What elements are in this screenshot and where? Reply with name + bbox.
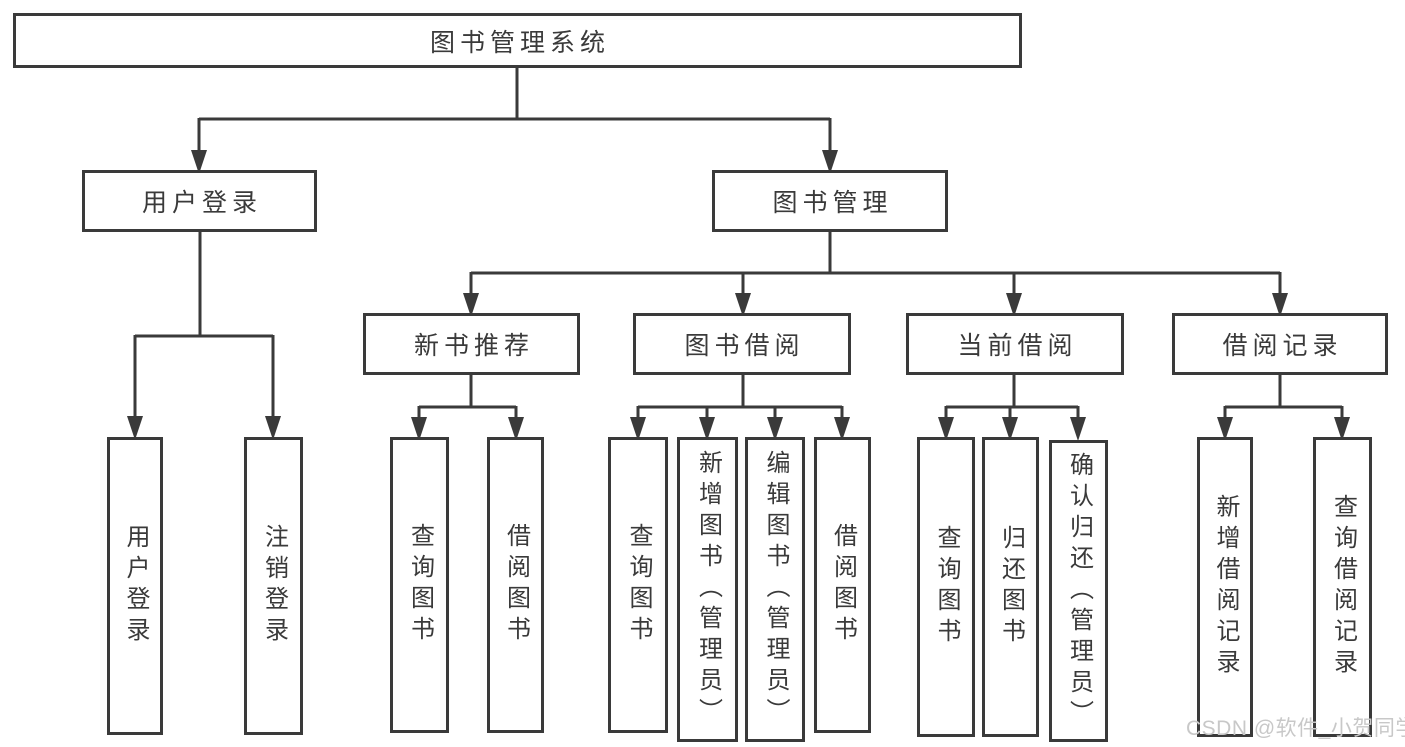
leaf-user-login: 用户登录 [107,437,163,735]
leaf-query-books-current-label: 查询图书 [933,525,960,649]
leaf-user-login-label: 用户登录 [122,524,149,648]
leaf-add-borrow-record: 新增借阅记录 [1197,437,1253,737]
leaf-confirm-return-admin-label: 确认归还（管理员） [1065,451,1093,731]
node-root-system: 图书管理系统 [13,13,1022,68]
connector-lines [133,66,1344,419]
leaf-query-books-borrowing-label: 查询图书 [625,523,652,647]
arrow-down-icon [1006,293,1022,317]
leaf-query-books-recommend: 查询图书 [390,437,449,733]
arrow-down-icon [699,417,715,441]
node-book-borrowing: 图书借阅 [633,313,851,375]
node-new-book-recommend-label: 新书推荐 [413,332,534,360]
leaf-add-borrow-record-label: 新增借阅记录 [1212,494,1239,680]
node-root-system-label: 图书管理系统 [429,28,610,57]
arrow-down-icon [834,417,850,441]
leaf-confirm-return-admin: 确认归还（管理员） [1049,440,1108,742]
leaf-borrow-books-recommend: 借阅图书 [487,437,544,733]
connector-root-to-level2 [197,66,832,152]
leaf-borrow-books-borrowing-label: 借阅图书 [829,523,857,647]
node-current-borrowing: 当前借阅 [906,313,1124,375]
node-user-login-label: 用户登录 [141,189,262,217]
leaf-return-books-label: 归还图书 [997,525,1025,649]
node-borrowing-records: 借阅记录 [1172,313,1388,375]
node-new-book-recommend: 新书推荐 [363,313,580,375]
leaf-borrow-books-recommend-label: 借阅图书 [502,523,530,647]
arrow-down-icon [411,417,427,441]
leaf-borrow-books-borrowing: 借阅图书 [814,437,871,733]
connector-current-to-children [944,373,1080,419]
node-borrowing-records-label: 借阅记录 [1222,332,1343,360]
arrow-down-icon [767,417,783,441]
arrow-down-icon [1070,417,1086,441]
leaf-edit-books-admin-label: 编辑图书（管理员） [762,450,789,729]
arrow-down-icon [1272,293,1288,317]
arrow-down-icon [735,293,751,317]
arrow-down-icon [1217,417,1233,441]
arrow-down-icon [938,417,954,441]
leaf-query-books-current: 查询图书 [917,437,975,737]
leaf-query-borrow-record: 查询借阅记录 [1313,437,1372,737]
leaf-add-books-admin-label: 新增图书（管理员） [694,450,722,729]
leaf-add-books-admin: 新增图书（管理员） [677,437,738,742]
leaf-edit-books-admin: 编辑图书（管理员） [745,437,805,742]
leaf-return-books: 归还图书 [982,437,1039,737]
leaf-query-books-borrowing: 查询图书 [608,437,668,733]
node-book-borrowing-label: 图书借阅 [684,332,805,360]
connector-user-login-to-children [133,230,275,418]
arrow-down-icon [508,417,524,441]
arrow-down-icon [127,416,143,440]
arrow-down-icon [1334,417,1350,441]
csdn-watermark: CSDN @软件_小贺同学 [1186,717,1405,740]
leaf-query-books-recommend-label: 查询图书 [406,523,434,647]
leaf-query-borrow-record-label: 查询借阅记录 [1329,494,1357,680]
node-book-management-label: 图书管理 [772,189,893,217]
connector-new-book-to-children [417,373,518,419]
arrow-down-icon [1002,417,1018,441]
leaf-logout-label: 注销登录 [260,524,288,648]
connector-records-to-children [1223,373,1344,419]
connector-borrowing-to-children [636,373,844,419]
arrow-down-icon [191,150,207,174]
arrowheads [127,150,1350,441]
arrow-down-icon [822,150,838,174]
node-user-login: 用户登录 [82,170,317,232]
leaf-logout: 注销登录 [244,437,303,735]
connector-book-mgmt-to-sections [469,230,1282,295]
arrow-down-icon [265,416,281,440]
arrow-down-icon [463,293,479,317]
node-book-management: 图书管理 [712,170,948,232]
arrow-down-icon [630,417,646,441]
node-current-borrowing-label: 当前借阅 [957,332,1078,360]
